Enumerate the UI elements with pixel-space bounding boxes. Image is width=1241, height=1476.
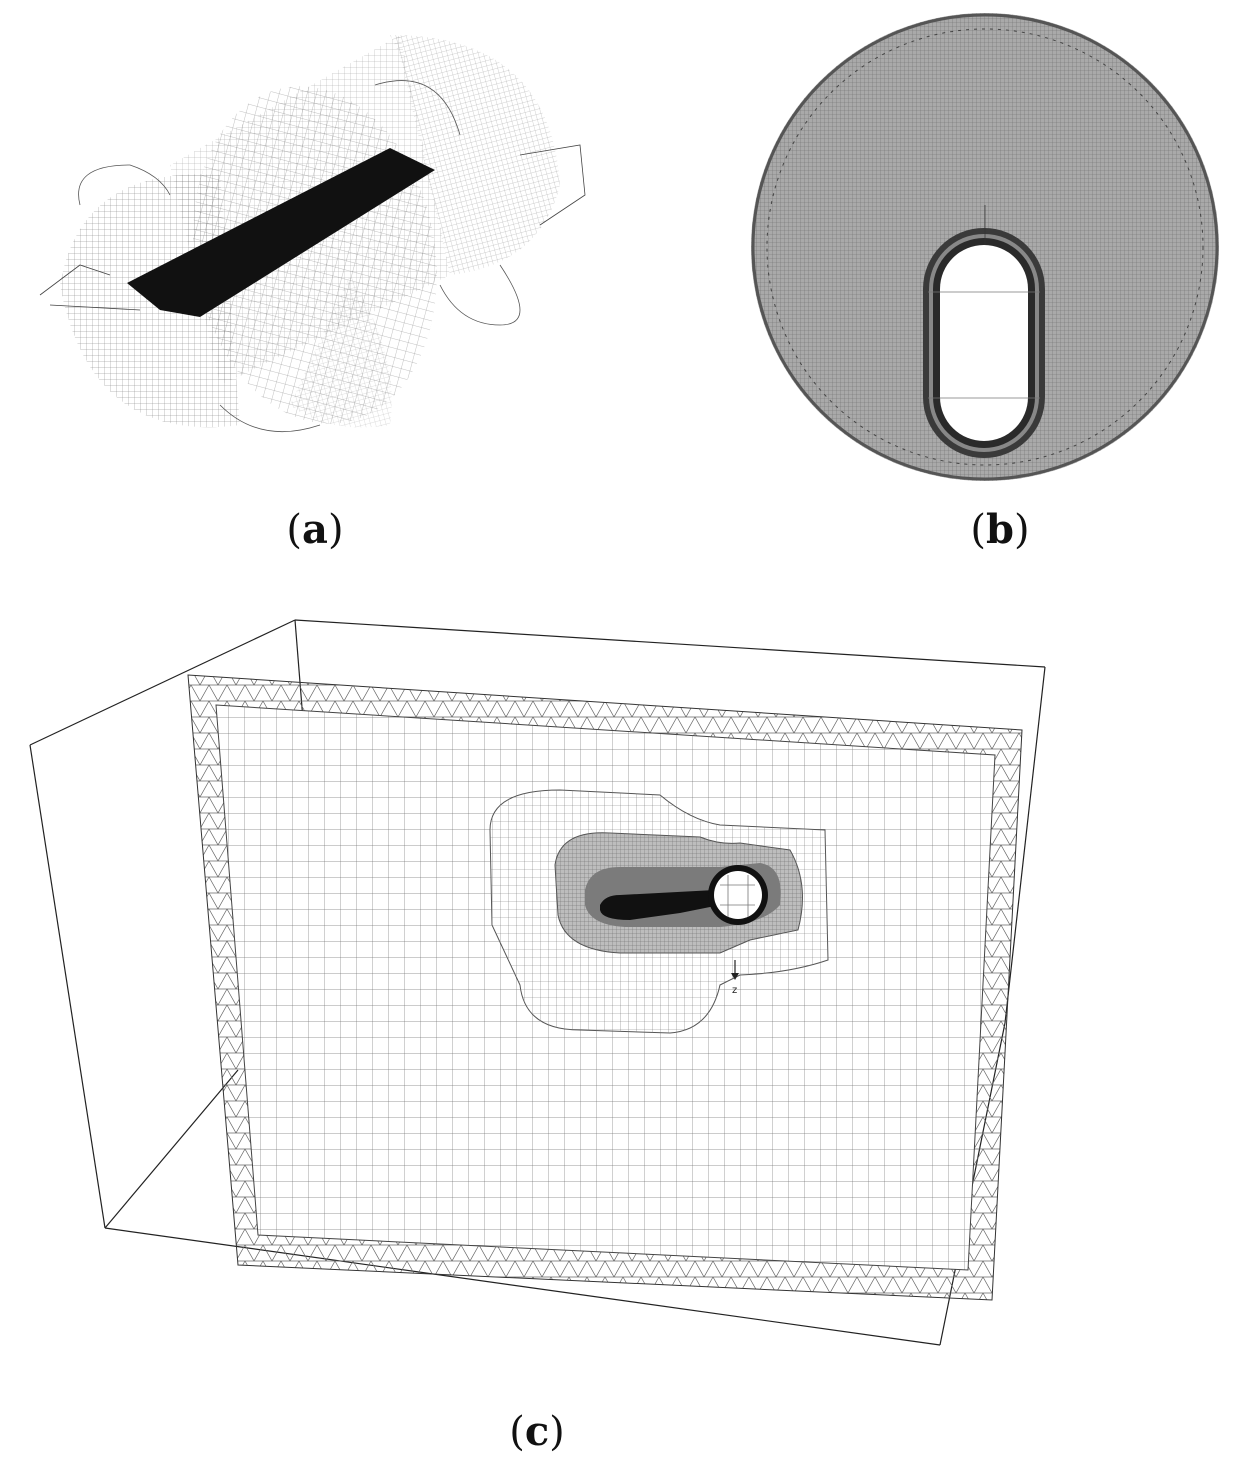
caption-b: (b): [970, 506, 1030, 553]
panel-a-solid-body: [127, 148, 435, 317]
panel-c-domain-mesh: z: [29, 619, 1046, 1346]
panel-b-outer-ring: [751, 13, 1219, 481]
panel-a-mesh-figure: [39, 35, 586, 433]
panel-c-solid-body: [600, 890, 720, 920]
panel-b-stadium-opening: [940, 245, 1028, 441]
panel-b-circular-mesh: [751, 13, 1219, 481]
caption-a: (a): [286, 506, 344, 553]
caption-c: (c): [509, 1408, 565, 1455]
panel-a-right-disc: [390, 35, 560, 275]
panel-c-axis-label: z: [732, 985, 737, 996]
